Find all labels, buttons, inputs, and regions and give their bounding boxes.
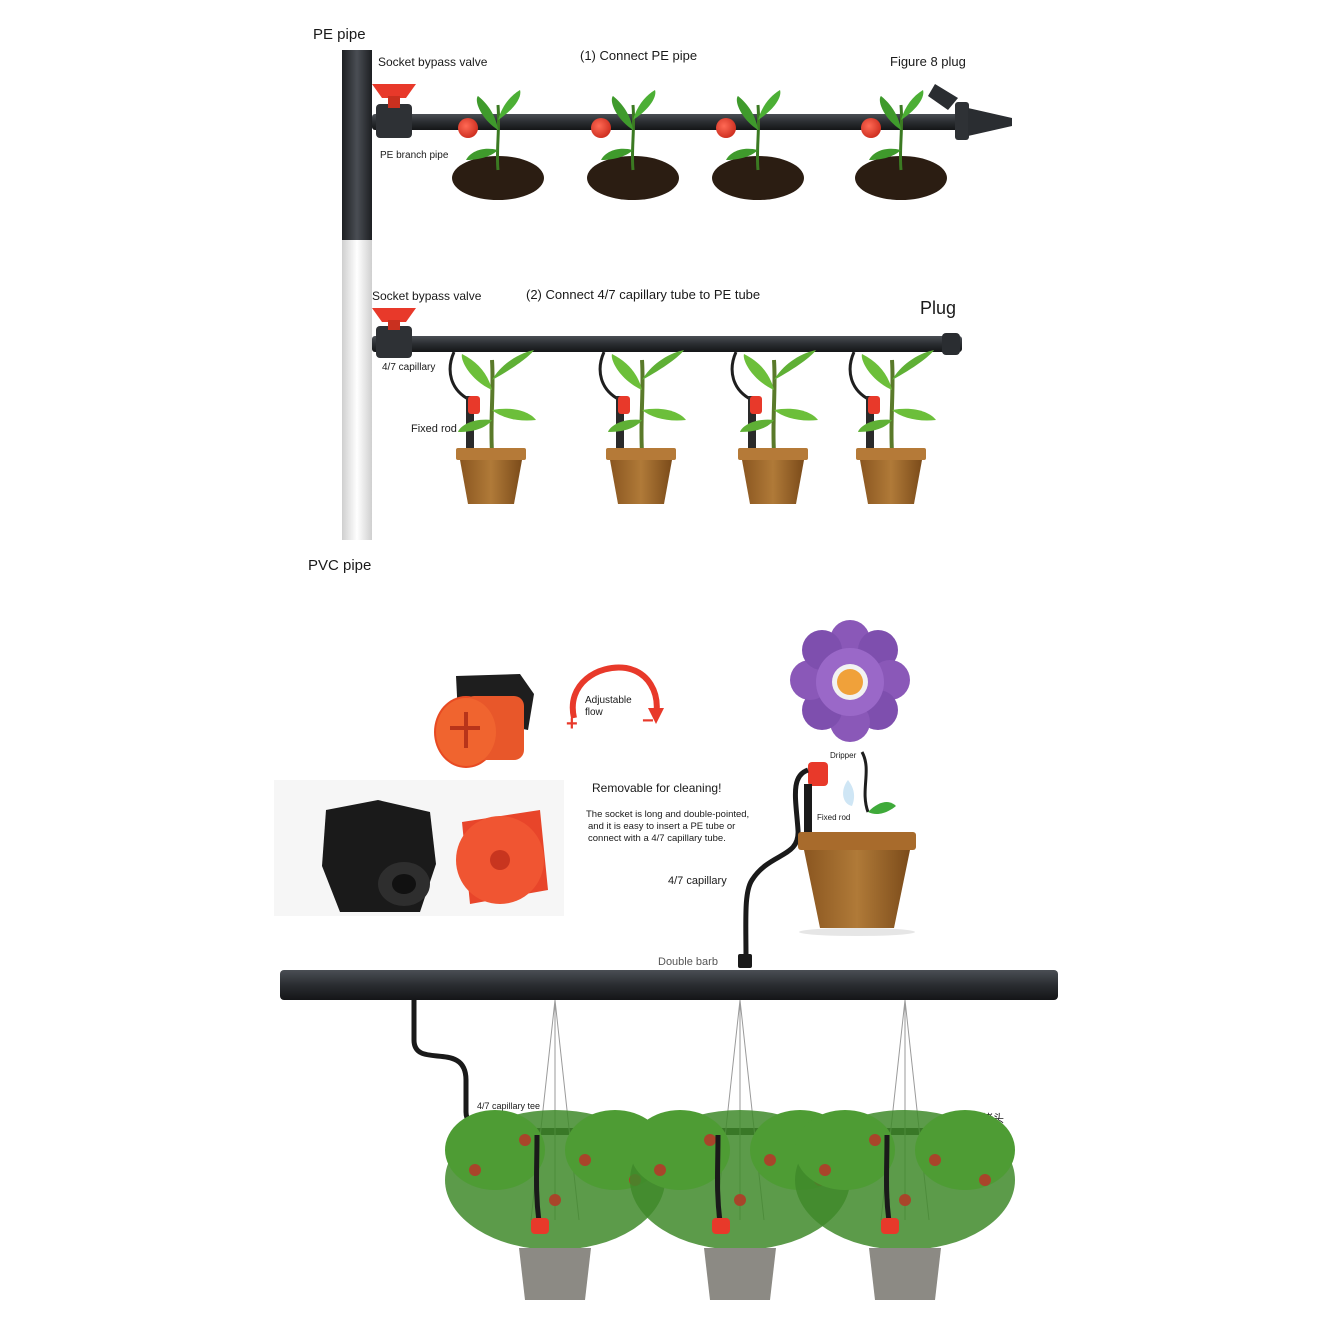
plus-sign: + bbox=[566, 713, 578, 735]
plug-label: Plug bbox=[920, 298, 956, 318]
pvc-pipe-label: PVC pipe bbox=[308, 557, 371, 574]
hanging-basket-row bbox=[445, 999, 1015, 1300]
figure8-plug bbox=[928, 84, 1012, 140]
dripper-parts-photo bbox=[274, 780, 564, 916]
pvc-main-pipe bbox=[342, 240, 372, 540]
fixed-rod-label-bottom: Fixed rod bbox=[817, 813, 850, 822]
pe-branch-pipe bbox=[372, 114, 972, 130]
pe-tube bbox=[372, 336, 962, 352]
capillary-tee-label: 4/7 capillary tee bbox=[477, 1101, 540, 1111]
removable-label: Removable for cleaning! bbox=[592, 781, 721, 795]
adjustable-line1: Adjustable bbox=[585, 695, 632, 706]
top-section: PE pipe PVC pipe (1) Connect PE pipe Soc… bbox=[308, 26, 1012, 574]
double-barb-label: Double barb bbox=[658, 956, 718, 968]
seedling-row-1 bbox=[452, 90, 947, 200]
section-connect-capillary: (2) Connect 4/7 capillary tube to PE tub… bbox=[372, 287, 962, 504]
fixed-rod-label-top: Fixed rod bbox=[411, 423, 457, 435]
dripper-photo-top bbox=[434, 674, 534, 768]
purple-flower bbox=[790, 620, 910, 742]
section1-socket-valve-label: Socket bypass valve bbox=[378, 55, 488, 69]
double-barb bbox=[738, 954, 752, 968]
adjustable-line2: flow bbox=[585, 707, 604, 718]
section1-title: (1) Connect PE pipe bbox=[580, 48, 697, 63]
pe-main-pipe bbox=[342, 50, 372, 240]
section-connect-pe-pipe: (1) Connect PE pipe Socket bypass valve … bbox=[372, 48, 1012, 200]
capillary-label-bottom: 4/7 capillary bbox=[668, 875, 727, 887]
dripper-label: Dripper bbox=[830, 751, 857, 760]
socket-bypass-valve-2 bbox=[372, 308, 416, 358]
pe-branch-pipe-label: PE branch pipe bbox=[380, 150, 449, 161]
figure8-plug-label: Figure 8 plug bbox=[890, 54, 966, 69]
main-pe-pipe bbox=[280, 970, 1058, 1000]
section2-title: (2) Connect 4/7 capillary tube to PE tub… bbox=[526, 287, 760, 302]
pe-pipe-label: PE pipe bbox=[313, 26, 366, 43]
socket-desc-line1: The socket is long and double-pointed, bbox=[586, 809, 749, 820]
plug-end bbox=[942, 333, 960, 355]
section2-socket-valve-label: Socket bypass valve bbox=[372, 289, 482, 303]
adjustable-flow-indicator: Adjustable flow + − bbox=[566, 664, 664, 735]
socket-desc-line2: and it is easy to insert a PE tube or bbox=[588, 821, 735, 832]
socket-bypass-valve-1 bbox=[372, 84, 416, 138]
bottom-section: Adjustable flow + − Removable for cleani… bbox=[274, 620, 1058, 1300]
minus-sign: − bbox=[642, 710, 654, 732]
capillary-label-top: 4/7 capillary bbox=[382, 362, 435, 373]
potted-plant-row bbox=[448, 350, 936, 504]
flower-pot-illustration: Dripper Fixed rod 4/7 capillary bbox=[668, 620, 916, 959]
socket-desc-line3: connect with a 4/7 capillary tube. bbox=[588, 833, 726, 844]
